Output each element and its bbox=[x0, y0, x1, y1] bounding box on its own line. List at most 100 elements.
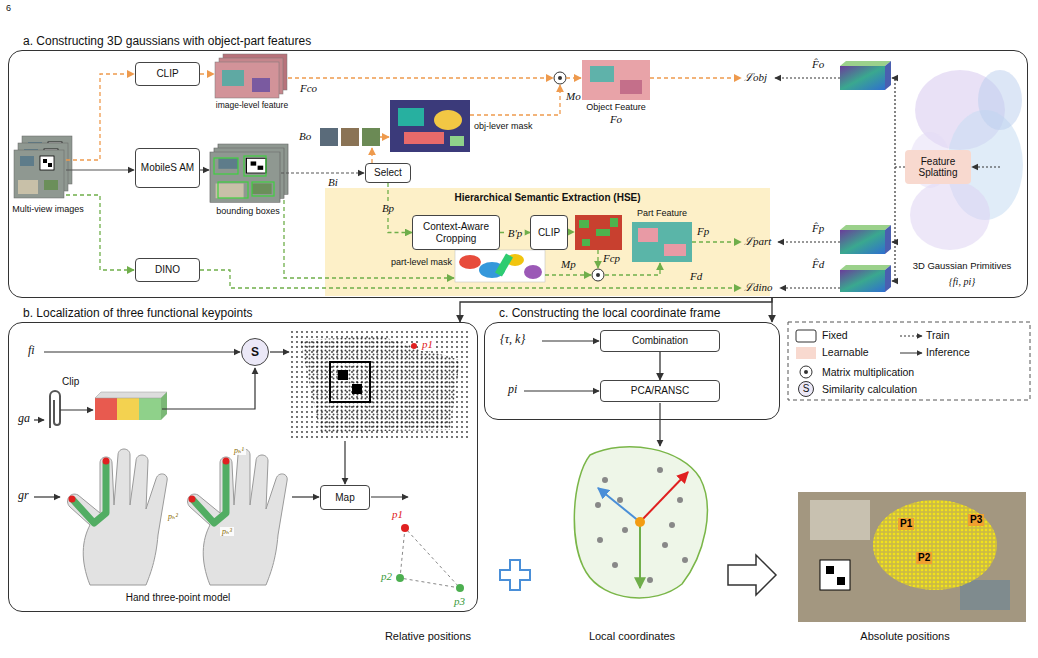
annotation-label: F̂o bbox=[812, 58, 824, 71]
label-text: Part Feature bbox=[637, 208, 687, 218]
bounding-boxes-image bbox=[218, 182, 248, 198]
clip-part-feature-image bbox=[579, 220, 589, 228]
local-frame-blob bbox=[602, 477, 608, 483]
legend-text: Inference bbox=[926, 346, 970, 359]
legend-samples bbox=[800, 366, 812, 378]
shared-arrows bbox=[200, 169, 209, 170]
label-text: S bbox=[803, 383, 810, 394]
local-frame-blob bbox=[612, 562, 618, 568]
rendered-feature-maps bbox=[840, 265, 891, 270]
node-text: Combination bbox=[632, 335, 688, 347]
panel-b-arrows bbox=[34, 496, 60, 497]
annotation-label: Object Feature bbox=[586, 102, 646, 112]
part-mask-image bbox=[455, 250, 545, 282]
point-cloud bbox=[330, 362, 370, 402]
shared-arrows bbox=[281, 172, 364, 173]
clip-part-feature-image bbox=[582, 239, 590, 246]
label-text: F̂p bbox=[812, 222, 824, 234]
text-embedding-bars bbox=[161, 392, 167, 420]
annotation-label: fi bbox=[28, 344, 35, 358]
annotation-label: Fp bbox=[697, 225, 709, 238]
process-box: CLIP bbox=[530, 215, 568, 250]
process-box: Select bbox=[365, 163, 411, 183]
label-text: F̂d bbox=[812, 258, 824, 270]
absolute-scene bbox=[810, 500, 870, 540]
bounding-boxes-image bbox=[210, 152, 280, 202]
annotation-label: Mo bbox=[566, 90, 581, 103]
node-text: b. Localization of three functional keyp… bbox=[23, 306, 252, 320]
point-cloud bbox=[290, 330, 470, 440]
node-text: Map bbox=[335, 492, 354, 504]
annotation-label: Relative positions bbox=[385, 630, 471, 643]
part-path-arrows bbox=[692, 241, 741, 242]
gaussian-primitives bbox=[978, 70, 1022, 130]
object-box-thumbs bbox=[320, 128, 338, 146]
panel-heading: c. Constructing the local coordinate fra… bbox=[499, 306, 720, 320]
part-path-arrows bbox=[66, 195, 741, 288]
panel-c-arrows bbox=[542, 340, 599, 341]
annotation-label: 3D Gaussian Primitives bbox=[913, 261, 1012, 272]
object-mask-image bbox=[434, 110, 462, 130]
multi-view-images bbox=[14, 136, 72, 198]
absolute-scene bbox=[820, 560, 850, 590]
panel-b-arrows bbox=[34, 352, 408, 497]
absolute-scene bbox=[873, 500, 997, 590]
node-text: CLIP bbox=[538, 227, 560, 239]
node-text: S bbox=[251, 345, 259, 359]
legend-text: Learnable bbox=[822, 346, 869, 359]
part-feature-image bbox=[632, 222, 692, 262]
training-arrows bbox=[780, 287, 840, 288]
node-text: a. Constructing 3D gaussians with object… bbox=[23, 34, 311, 48]
label-text: Relative positions bbox=[385, 630, 471, 642]
hand-three-point-model bbox=[68, 449, 168, 585]
label-text: Mp bbox=[561, 258, 576, 270]
local-frame-blob bbox=[669, 522, 675, 528]
local-frame-blob bbox=[640, 472, 688, 522]
label-text: Clip bbox=[62, 376, 79, 387]
local-frame-blob bbox=[639, 522, 641, 588]
object-path-arrows bbox=[650, 77, 741, 78]
local-frame-blob bbox=[657, 467, 663, 473]
annotation-label: Fd bbox=[690, 270, 702, 283]
process-box: DINO bbox=[135, 258, 200, 282]
annotation-label: p2 bbox=[381, 570, 392, 583]
legend-row: Matrix multiplication bbox=[796, 366, 914, 379]
label-text: gr bbox=[18, 488, 29, 502]
part-mask-image bbox=[455, 250, 545, 282]
matmul-symbol bbox=[592, 269, 604, 281]
annotation-label: F̂p bbox=[812, 222, 824, 235]
figure-panel: a. Constructing 3D gaussians with object… bbox=[8, 50, 1028, 298]
legend-row: Inference bbox=[900, 346, 970, 359]
legend-samples bbox=[799, 382, 814, 397]
panel-c-arrows bbox=[524, 390, 599, 391]
annotation-label: Bo bbox=[299, 130, 311, 143]
object-path-arrows bbox=[380, 136, 389, 137]
legend-sample-gap bbox=[900, 347, 926, 359]
node-text: Context-Aware Cropping bbox=[416, 221, 496, 244]
annotation-label: ℒdino bbox=[744, 281, 773, 294]
label-text: 6 bbox=[6, 3, 11, 13]
legend-sample-gap bbox=[796, 330, 822, 342]
legend-sample-gap bbox=[796, 367, 822, 379]
local-frame-blob bbox=[647, 577, 653, 583]
object-box-thumbs bbox=[320, 128, 380, 146]
training-arrows bbox=[972, 166, 1000, 167]
rendered-feature-maps bbox=[840, 270, 885, 292]
learnable-box: Feature Splatting bbox=[905, 150, 971, 184]
rendered-feature-maps bbox=[840, 61, 891, 292]
shared-arrows bbox=[66, 169, 134, 170]
label-text: pₕ² bbox=[168, 512, 178, 521]
annotation-label: bounding boxes bbox=[216, 206, 280, 216]
local-frame-blob bbox=[635, 517, 645, 527]
panel-b-arrows bbox=[162, 368, 255, 409]
object-path-arrows bbox=[200, 73, 214, 74]
annotation-label: p3 bbox=[454, 595, 465, 608]
annotation-label: Hand three-point model bbox=[126, 592, 231, 604]
node-text: Feature Splatting bbox=[908, 156, 968, 179]
local-frame-blob bbox=[597, 537, 603, 543]
point-cloud bbox=[290, 330, 470, 440]
text-embedding-bars bbox=[95, 398, 117, 420]
local-frame-blob bbox=[574, 447, 707, 598]
image-level-feature bbox=[215, 62, 279, 98]
